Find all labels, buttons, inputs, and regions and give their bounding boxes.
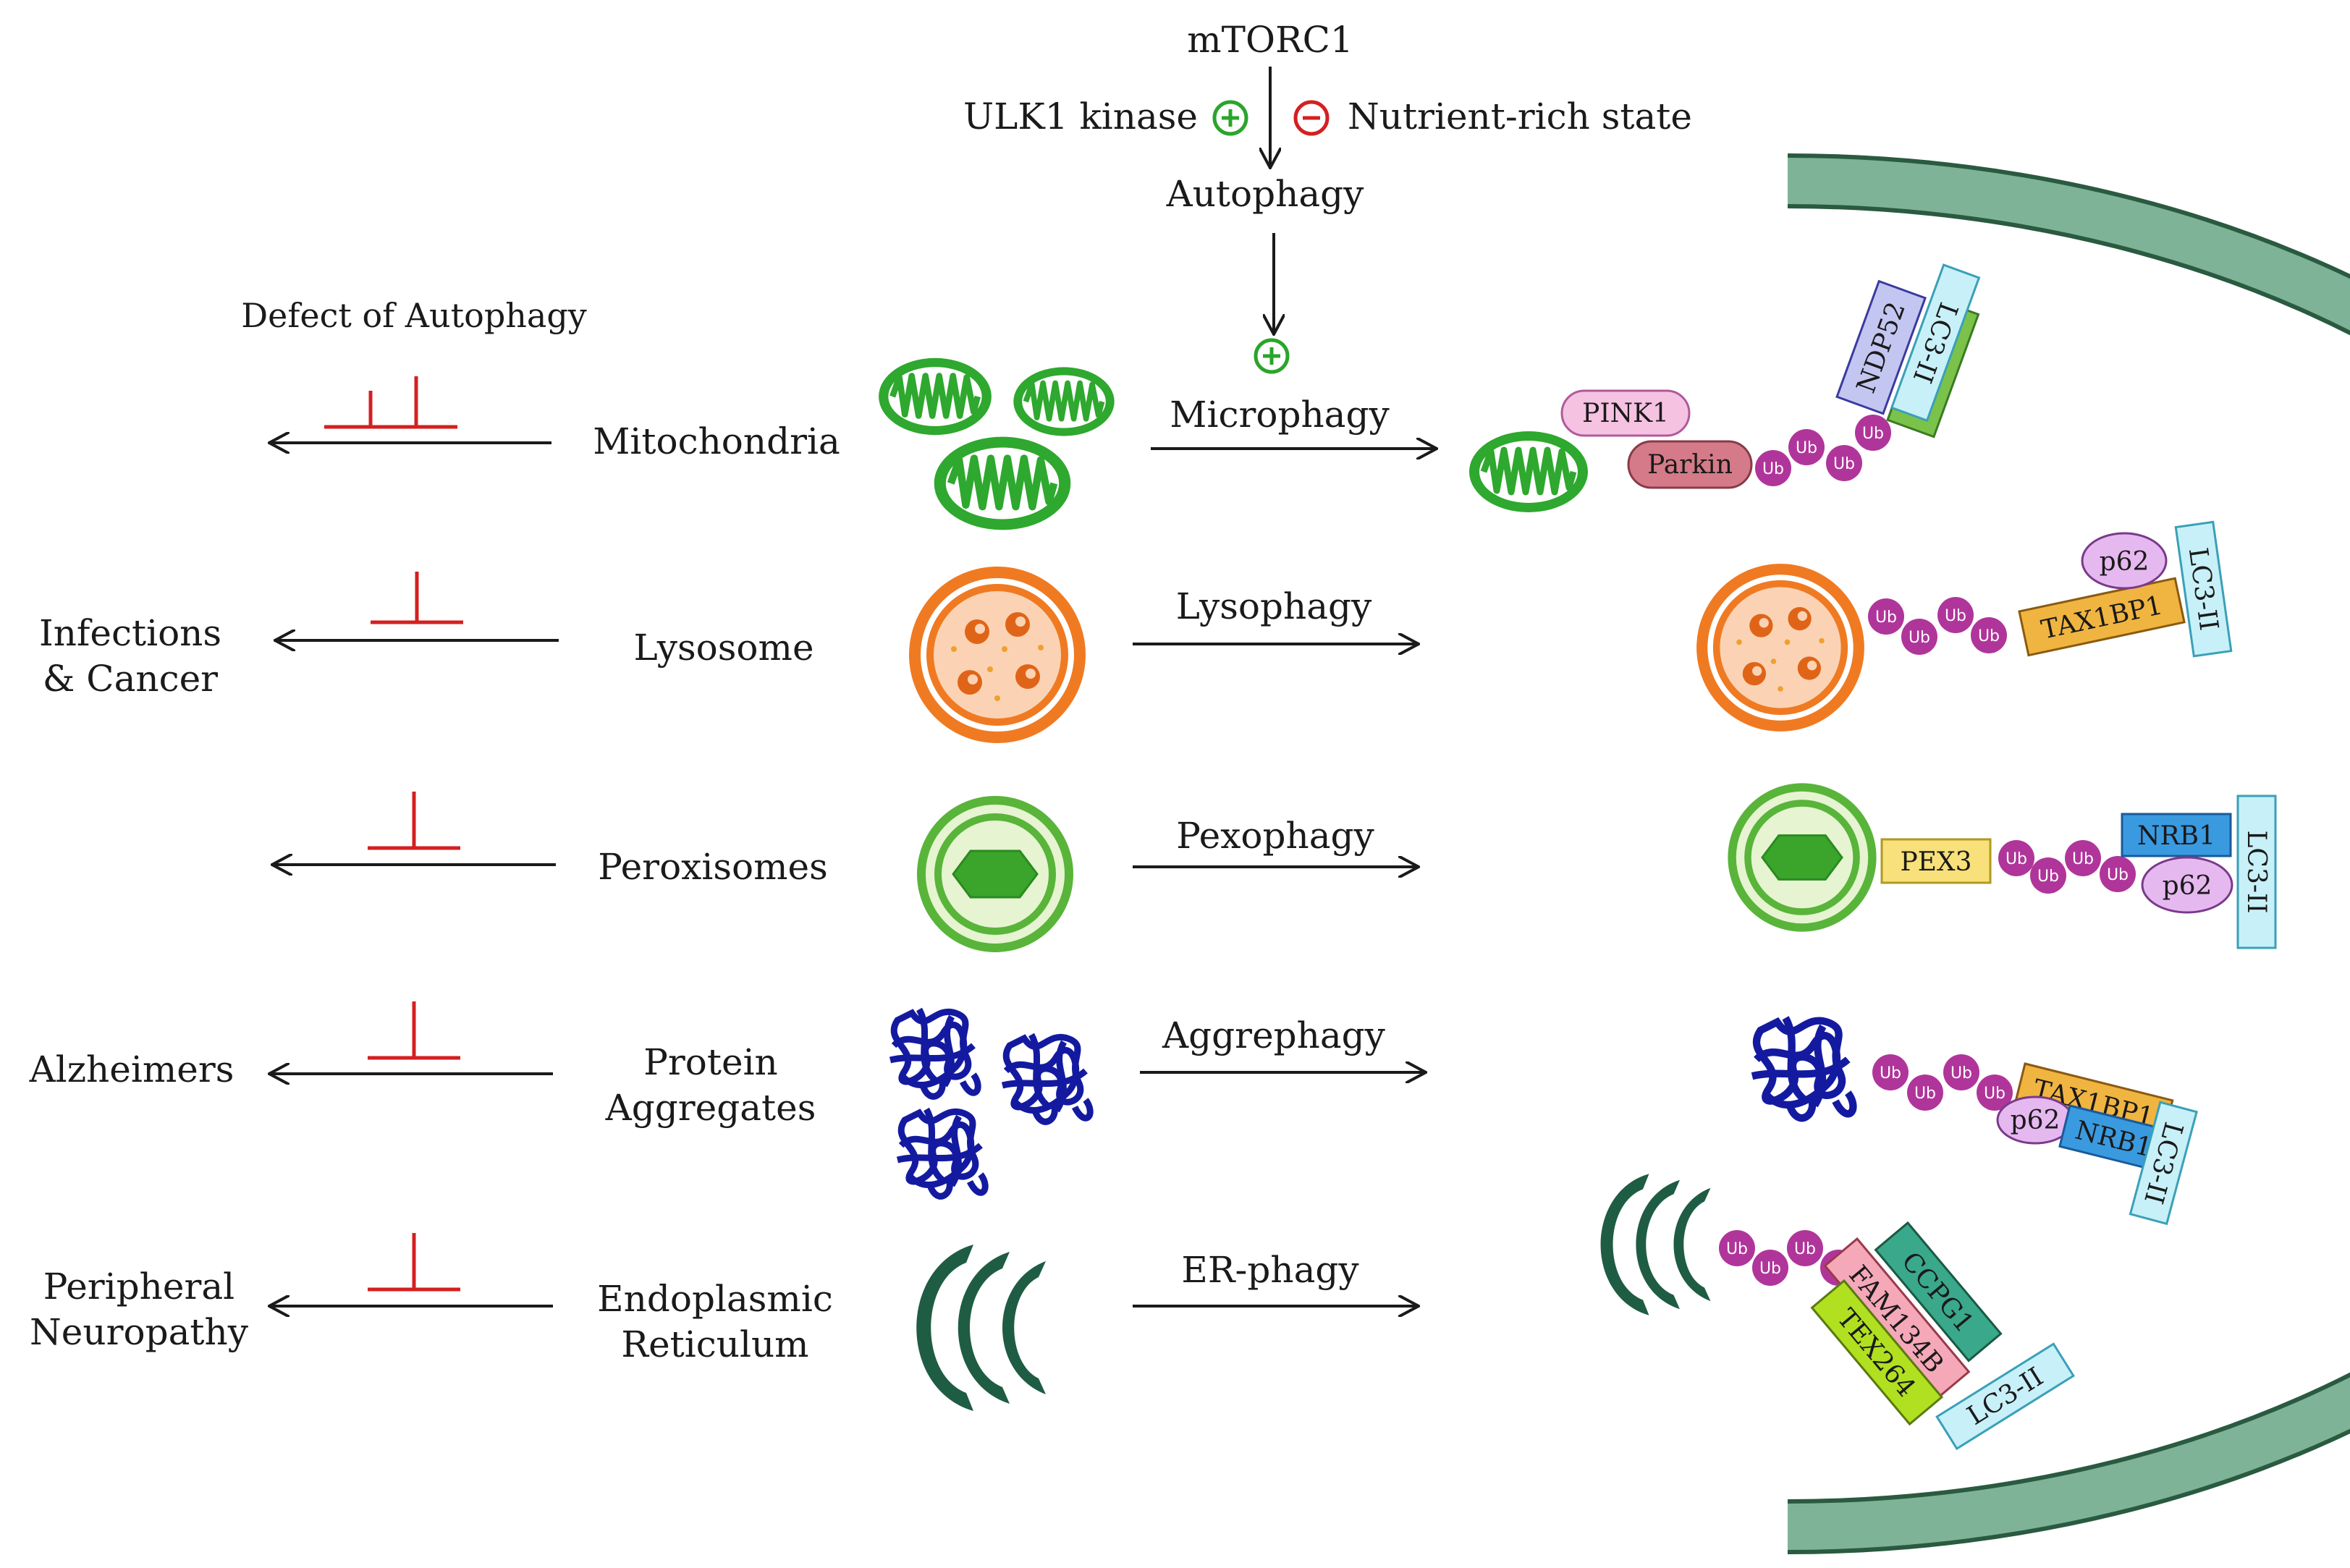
organelle-label: Endoplasmic xyxy=(597,1278,833,1320)
disease-label: Neuropathy xyxy=(30,1311,249,1353)
disease-label: & Cancer xyxy=(43,658,218,700)
process-label: Microphagy xyxy=(1170,394,1390,436)
process-label: Pexophagy xyxy=(1176,815,1374,857)
er-phagy-complex: Ub Ub Ub Ub FAM134B CCPG1 TEX264 LC3-II xyxy=(1600,1174,2075,1451)
svg-text:Ub: Ub xyxy=(1794,1240,1816,1258)
svg-text:Ub: Ub xyxy=(1950,1064,1972,1082)
pexophagy-complex: PEX3 Ub Ub Ub Ub NRB1 p62 LC3-II xyxy=(1726,781,2277,949)
lc3-box xyxy=(1890,263,1981,423)
row-peroxisomes: Peroxisomes xyxy=(272,792,828,888)
mitochondrion-icon xyxy=(1013,367,1114,436)
p62-oval xyxy=(2081,532,2168,590)
organelle-label: Peroxisomes xyxy=(598,846,828,888)
svg-text:Ub: Ub xyxy=(1945,607,1966,625)
svg-text:Ub: Ub xyxy=(1978,627,2000,645)
pex3-box xyxy=(1880,838,1992,884)
svg-text:Ub: Ub xyxy=(1909,629,1930,647)
organelle-label: Mitochondria xyxy=(593,420,840,462)
protein-aggregate-icon xyxy=(1002,1035,1090,1122)
lc3-box xyxy=(2174,520,2233,658)
defect-label: Defect of Autophagy xyxy=(241,296,587,335)
mitochondrion-icon xyxy=(879,358,992,435)
svg-text:p62: p62 xyxy=(2163,871,2212,901)
svg-text:Ub: Ub xyxy=(1762,460,1784,478)
lysosome-icon xyxy=(1696,564,1864,732)
lysosome-icon xyxy=(909,567,1086,743)
ulk1-label: ULK1 kinase xyxy=(963,96,1198,137)
phagophore-fill xyxy=(1787,158,2350,1550)
peroxisome-icon xyxy=(916,794,1075,954)
svg-text:Ub: Ub xyxy=(1914,1085,1936,1103)
svg-text:Ub: Ub xyxy=(1984,1085,2005,1103)
svg-text:Ub: Ub xyxy=(2037,868,2059,886)
process-label: ER-phagy xyxy=(1181,1249,1359,1291)
protein-aggregate-icon xyxy=(1752,1018,1853,1118)
disease-label: Peripheral xyxy=(43,1266,234,1308)
tex264-box xyxy=(1810,1279,1944,1426)
organelle-label: Aggregates xyxy=(605,1087,816,1129)
process-label: Aggrephagy xyxy=(1162,1014,1386,1056)
organelle-label: Lysosome xyxy=(633,627,813,669)
er-icon xyxy=(1600,1174,1711,1315)
nutrient-label: Nutrient-rich state xyxy=(1348,96,1692,137)
tax1bp1-box xyxy=(2018,577,2186,657)
plus-circle-icon xyxy=(1254,338,1290,374)
svg-text:PEX3: PEX3 xyxy=(1900,847,1971,877)
disease-label: Alzheimers xyxy=(29,1048,234,1090)
svg-text:Ub: Ub xyxy=(1875,609,1897,627)
pink1-box xyxy=(1560,389,1691,437)
mitochondrion-icon xyxy=(1469,431,1588,512)
autophagy-label: Autophagy xyxy=(1166,173,1365,215)
disease-label: Infections xyxy=(39,612,221,654)
row-lysosome: Infections & Cancer Lysosome xyxy=(39,572,814,700)
mitochondrion-icon xyxy=(934,437,1071,530)
svg-text:Ub: Ub xyxy=(1796,439,1817,457)
svg-text:p62: p62 xyxy=(2011,1106,2061,1135)
p62-oval xyxy=(2141,856,2233,914)
ndp52-box xyxy=(1835,279,1927,415)
er-icon xyxy=(916,1245,1046,1411)
svg-text:Ub: Ub xyxy=(2072,850,2094,868)
svg-text:Ub: Ub xyxy=(2005,850,2027,868)
lysophagy-complex: Ub Ub Ub Ub TAX1BP1 p62 LC3-II xyxy=(1696,520,2233,732)
svg-text:Ub: Ub xyxy=(1862,425,1884,443)
protein-aggregate-icon xyxy=(890,1009,978,1096)
lc3-box xyxy=(2129,1101,2198,1226)
plus-circle-icon xyxy=(1212,100,1248,136)
mitophagy-complex: PINK1 Parkin Ub Ub Ub Ub NDP52 OPTN LC3-… xyxy=(1469,263,1981,512)
mtorc1-label: mTORC1 xyxy=(1187,19,1353,61)
svg-text:LC3-II: LC3-II xyxy=(2241,831,2271,914)
peroxisome-icon xyxy=(1726,781,1878,933)
row-mitochondria: Mitochondria xyxy=(269,376,840,462)
aggrephagy-complex: Ub Ub Ub Ub TAX1BP1 p62 NRB1 LC3-II xyxy=(1752,1018,2198,1226)
row-protein-aggregates: Alzheimers Protein Aggregates xyxy=(29,1001,816,1129)
lc3-box xyxy=(2236,794,2277,949)
svg-text:Ub: Ub xyxy=(1880,1064,1901,1082)
svg-text:Ub: Ub xyxy=(2107,866,2129,884)
row-er: Peripheral Neuropathy Endoplasmic Reticu… xyxy=(30,1233,833,1365)
ccpg1-box xyxy=(1874,1221,2003,1363)
lc3-box xyxy=(1935,1342,2075,1451)
parkin-box xyxy=(1627,440,1753,489)
organelle-label: Reticulum xyxy=(621,1323,808,1365)
minus-circle-icon xyxy=(1293,100,1330,136)
nrb1-box xyxy=(2121,813,2232,857)
svg-text:Parkin: Parkin xyxy=(1647,450,1733,480)
process-label: Lysophagy xyxy=(1176,585,1372,627)
protein-aggregate-icon xyxy=(897,1109,985,1196)
svg-text:p62: p62 xyxy=(2100,547,2150,577)
svg-text:Ub: Ub xyxy=(1726,1240,1748,1258)
organelle-label: Protein xyxy=(643,1041,778,1083)
svg-text:Ub: Ub xyxy=(1833,455,1855,473)
svg-text:NRB1: NRB1 xyxy=(2137,821,2215,851)
svg-text:Ub: Ub xyxy=(1759,1260,1781,1278)
svg-text:PINK1: PINK1 xyxy=(1582,399,1669,428)
